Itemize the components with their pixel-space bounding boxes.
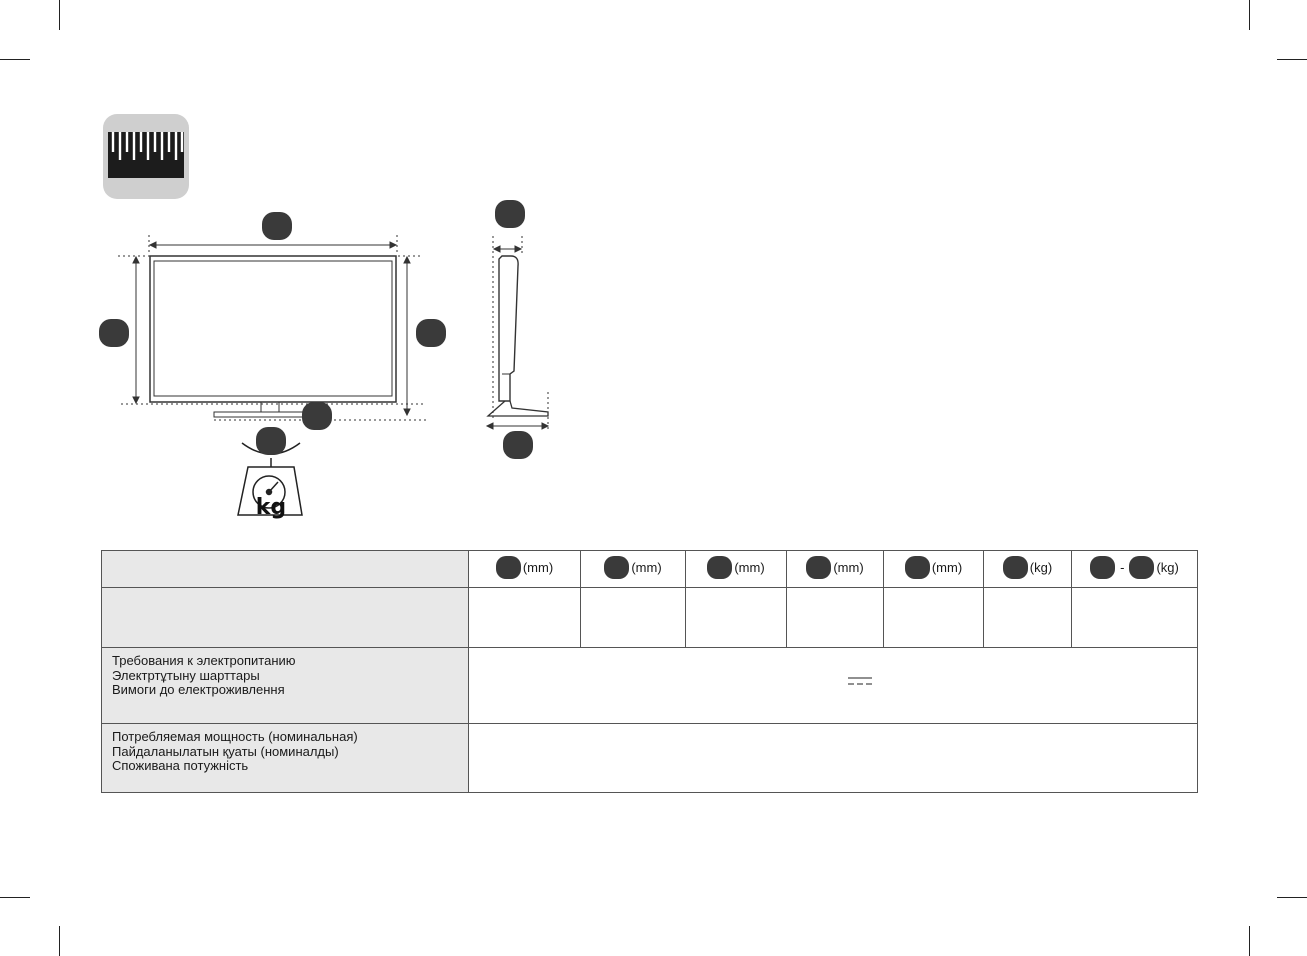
height-marker xyxy=(99,319,129,347)
crop-mark xyxy=(59,926,60,956)
table-row xyxy=(101,587,1198,648)
table-header-cell: (mm) xyxy=(580,550,686,588)
power-consumption-row: Потребляемая мощность (номинальная) Пайд… xyxy=(101,723,1198,793)
model-cell xyxy=(101,587,469,648)
table-header-cell: (kg) xyxy=(983,550,1072,588)
dimension-marker xyxy=(707,556,733,579)
value-cell xyxy=(580,587,686,648)
value-cell xyxy=(786,587,884,648)
height-with-stand-marker xyxy=(416,319,446,347)
unit-label: (kg) xyxy=(1156,560,1179,575)
table-header-cell: (mm) xyxy=(468,550,581,588)
power-consumption-value xyxy=(468,723,1198,793)
power-consumption-label: Потребляемая мощность (номинальная) Пайд… xyxy=(101,723,469,793)
dimension-marker xyxy=(495,556,521,579)
tv-front-view-diagram: kg xyxy=(118,235,426,520)
unit-label: (mm) xyxy=(734,560,765,575)
value-cell xyxy=(983,587,1072,648)
label-line: Пайдаланылатын қуаты (номиналды) xyxy=(112,743,339,759)
value-cell xyxy=(468,587,581,648)
label-line: Вимоги до електроживлення xyxy=(112,682,285,697)
table-header-cell: (mm) xyxy=(786,550,884,588)
dimension-marker xyxy=(604,556,630,579)
table-header-cell: - (kg) xyxy=(1071,550,1198,588)
power-requirements-row: Требования к электропитанию Электртұтыну… xyxy=(101,647,1198,724)
range-dash: - xyxy=(1120,560,1125,575)
weight-marker xyxy=(1129,556,1155,579)
value-cell xyxy=(883,587,984,648)
label-line: Споживана потужність xyxy=(112,758,249,773)
ruler-icon xyxy=(103,114,189,199)
power-requirements-value xyxy=(468,647,1198,724)
depth-marker xyxy=(495,200,525,228)
stand-depth-marker xyxy=(503,431,533,459)
value-cell xyxy=(685,587,787,648)
tv-side-view-diagram xyxy=(485,236,550,431)
crop-mark xyxy=(1249,0,1250,30)
unit-label: (kg) xyxy=(1029,560,1053,575)
scale-kg-label: kg xyxy=(256,495,286,520)
dc-power-symbol-icon xyxy=(848,677,872,685)
spec-table: (mm) (mm) (mm) (mm) (mm) (kg) - (kg) Треб… xyxy=(101,550,1198,793)
crop-mark xyxy=(1277,59,1307,60)
table-header-label-cell xyxy=(101,550,469,588)
table-header-cell: (mm) xyxy=(685,550,787,588)
crop-mark xyxy=(1277,897,1307,898)
crop-mark xyxy=(0,59,30,60)
unit-label: (mm) xyxy=(631,560,662,575)
crop-mark xyxy=(59,0,60,30)
dimension-marker xyxy=(904,556,930,579)
label-line: Потребляемая мощность (номинальная) xyxy=(112,729,358,744)
power-requirements-label: Требования к электропитанию Электртұтыну… xyxy=(101,647,469,724)
unit-label: (mm) xyxy=(522,560,554,575)
weight-marker xyxy=(1002,556,1028,579)
crop-mark xyxy=(1249,926,1250,956)
table-header-cell: (mm) xyxy=(883,550,984,588)
unit-label: (mm) xyxy=(931,560,963,575)
value-cell xyxy=(1071,587,1198,648)
label-line: Требования к электропитанию xyxy=(112,653,296,668)
crop-mark xyxy=(0,897,30,898)
dimension-marker xyxy=(806,556,832,579)
weight-marker xyxy=(1090,556,1116,579)
weight-marker xyxy=(256,427,286,455)
unit-label: (mm) xyxy=(833,560,864,575)
label-line: Электртұтыну шарттары xyxy=(112,667,260,683)
table-header-row: (mm) (mm) (mm) (mm) (mm) (kg) - (kg) xyxy=(101,550,1198,588)
stand-marker xyxy=(302,402,332,430)
width-marker xyxy=(262,212,292,240)
